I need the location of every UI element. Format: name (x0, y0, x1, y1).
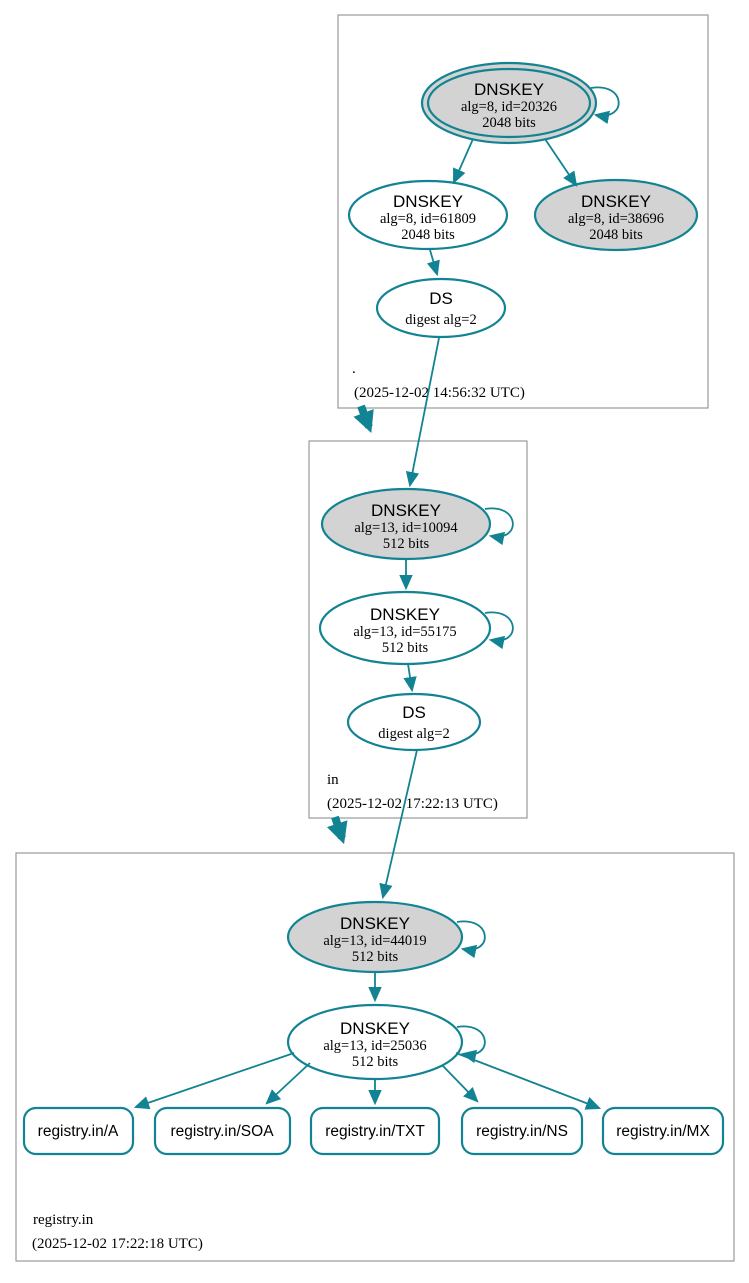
node-title: DNSKEY (371, 501, 441, 520)
edge-ds-root-to-dnskey-10094 (405, 337, 440, 488)
node-bits: 2048 bits (589, 227, 643, 243)
rrset-label: registry.in/TXT (325, 1123, 425, 1140)
edge-25036-to-rrset-mx (455, 1052, 602, 1110)
node-title: DS (402, 703, 426, 722)
node-title: DNSKEY (340, 1019, 410, 1038)
edge-20326-to-61809 (453, 138, 474, 185)
node-dnskey-61809[interactable]: DNSKEY alg=8, id=61809 2048 bits (347, 179, 509, 251)
node-ds-in[interactable]: DS digest alg=2 (346, 692, 482, 752)
node-detail: alg=13, id=25036 (323, 1038, 426, 1054)
node-dnskey-44019[interactable]: DNSKEY alg=13, id=44019 512 bits (286, 900, 464, 974)
edge-selfsign-20326 (590, 86, 620, 124)
edge-selfsign-10094 (484, 507, 514, 546)
node-dnskey-25036[interactable]: DNSKEY alg=13, id=25036 512 bits (286, 1003, 464, 1081)
node-detail: alg=8, id=38696 (568, 211, 664, 227)
rrset-label: registry.in/MX (616, 1123, 710, 1140)
rrset-rect[interactable] (153, 1106, 292, 1156)
node-title: DS (429, 289, 453, 308)
node-title: DNSKEY (393, 192, 463, 211)
edge-selfsign-25036 (456, 1025, 486, 1064)
node-detail: alg=8, id=20326 (461, 99, 557, 115)
rrset-rect[interactable] (601, 1106, 725, 1156)
rrset-rect[interactable] (309, 1106, 441, 1156)
rrset-rect[interactable] (22, 1106, 135, 1156)
edge-selfsign-44019 (456, 920, 486, 959)
zone-timestamp-root: (2025-12-02 14:56:32 UTC) (354, 385, 525, 401)
node-ellipse[interactable] (347, 179, 509, 251)
edge-25036-to-rrset-ns (441, 1064, 479, 1103)
edge-ds-in-to-dnskey-44019 (379, 749, 418, 900)
rrset-label: registry.in/A (38, 1123, 119, 1140)
node-ellipse[interactable] (318, 590, 492, 666)
ksk-outer-ellipse[interactable] (420, 61, 598, 145)
node-title: DNSKEY (370, 605, 440, 624)
node-ellipse[interactable] (375, 277, 507, 339)
node-rrset-registry-in-soa[interactable]: registry.in/SOA (153, 1106, 292, 1156)
rrset-label: registry.in/SOA (170, 1123, 274, 1140)
edge-61809-to-ds (426, 249, 440, 277)
node-rrset-registry-in-a[interactable]: registry.in/A (22, 1106, 135, 1156)
node-title: DNSKEY (474, 80, 544, 99)
node-ellipse[interactable] (533, 178, 699, 252)
node-bits: 2048 bits (482, 115, 536, 131)
zone-box-root (337, 14, 709, 409)
zone-box-registry-in (15, 852, 735, 1262)
node-detail: digest alg=2 (405, 312, 476, 328)
node-bits: 512 bits (352, 1054, 399, 1070)
node-rrset-registry-in-txt[interactable]: registry.in/TXT (309, 1106, 441, 1156)
node-detail: alg=13, id=10094 (354, 520, 458, 536)
node-bits: 512 bits (383, 536, 430, 552)
node-ellipse[interactable] (346, 692, 482, 752)
ksk-inner-ellipse (426, 67, 592, 139)
edge-55175-to-ds (403, 663, 417, 693)
zone-timestamp-registry-in: (2025-12-02 17:22:18 UTC) (32, 1236, 203, 1252)
node-detail: alg=13, id=44019 (323, 933, 426, 949)
node-dnskey-20326[interactable]: DNSKEY alg=8, id=20326 2048 bits (420, 61, 598, 145)
edge-20326-to-38696 (544, 138, 578, 187)
node-rrset-registry-in-ns[interactable]: registry.in/NS (460, 1106, 584, 1156)
rrset-rect[interactable] (460, 1106, 584, 1156)
zone-label-root: . (352, 361, 356, 377)
zone-label-in: in (327, 772, 339, 788)
node-dnskey-55175[interactable]: DNSKEY alg=13, id=55175 512 bits (318, 590, 492, 666)
node-dnskey-38696[interactable]: DNSKEY alg=8, id=38696 2048 bits (533, 178, 699, 252)
edge-25036-to-rrset-a (133, 1052, 295, 1110)
edge-25036-to-rrset-soa (265, 1062, 311, 1105)
node-bits: 512 bits (352, 949, 399, 965)
node-bits: 2048 bits (401, 227, 455, 243)
node-bits: 512 bits (382, 640, 429, 656)
edge-selfsign-55175 (484, 611, 514, 650)
node-title: DNSKEY (340, 914, 410, 933)
edge-delegation-root-to-in (353, 404, 374, 434)
rrset-label: registry.in/NS (476, 1123, 568, 1140)
node-detail: alg=8, id=61809 (380, 211, 476, 227)
node-title: DNSKEY (581, 192, 651, 211)
node-detail: digest alg=2 (378, 726, 449, 742)
node-ds-root[interactable]: DS digest alg=2 (375, 277, 507, 339)
zone-label-registry-in: registry.in (33, 1212, 94, 1228)
zone-timestamp-in: (2025-12-02 17:22:13 UTC) (327, 796, 498, 812)
edge-delegation-in-to-registry-in (326, 815, 348, 845)
node-detail: alg=13, id=55175 (353, 624, 456, 640)
node-dnskey-10094[interactable]: DNSKEY alg=13, id=10094 512 bits (320, 487, 492, 561)
node-rrset-registry-in-mx[interactable]: registry.in/MX (601, 1106, 725, 1156)
